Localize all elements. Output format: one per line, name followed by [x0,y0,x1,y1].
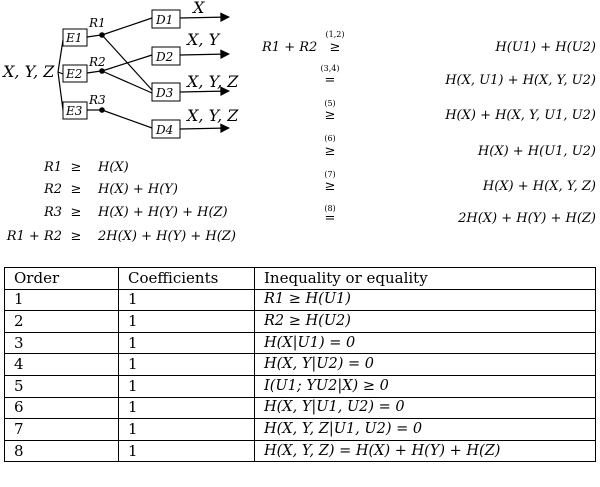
table-row: 1 1 R1 ≥ H(U1) [4,288,596,312]
cell-inequality: I(U1; YU2|X) ≥ 0 [254,374,596,398]
derivation-step-rhs: 2H(X) + H(Y) + H(Z) [457,211,596,226]
derivation-step-tag: (6) [324,134,335,143]
derivation-step-tag: (3,4) [321,64,340,73]
decoder-d3-output: X, Y, Z [185,72,239,91]
cell-inequality: H(X|U1) = 0 [254,331,596,355]
decoder-d4-output: X, Y, Z [185,106,239,125]
derivation-step-rel: ≥ [325,179,336,194]
rate-bound-rhs: H(X) + H(Y) + H(Z) [97,205,228,220]
cell-order: 1 [4,288,119,312]
rate-bound-rel: ≥ [71,182,82,197]
derivation-step-rel: ≥ [330,40,341,55]
cell-order: 4 [4,353,119,376]
table-row: 7 1 H(X, Y, Z|U1, U2) = 0 [4,418,596,441]
table-row: 5 1 I(U1; YU2|X) ≥ 0 [4,374,596,398]
cell-coefficient: 1 [118,418,255,441]
inequality-table: Order Coefficients Inequality or equalit… [4,267,596,463]
rate-bound-lhs: R1 + R2 [6,229,62,244]
table-row: 6 1 H(X, Y|U1, U2) = 0 [4,396,596,420]
derivation-step-tag: (8) [324,204,335,213]
cell-order: 7 [4,418,119,441]
derivation-step-tag: (1,2) [326,30,345,39]
cell-inequality: H(X, Y|U2) = 0 [254,353,596,376]
table-row: 8 1 H(X, Y, Z) = H(X) + H(Y) + H(Z) [4,439,596,463]
cell-coefficient: 1 [118,353,255,376]
cell-coefficient: 1 [118,288,255,312]
decoder-d3-label: D3 [155,86,174,100]
header-coefficients: Coefficients [118,267,255,290]
decoder-d4-label: D4 [155,123,173,137]
encoder-e1-box [62,28,88,47]
cell-coefficient: 1 [118,396,255,420]
table-header-row: Order Coefficients Inequality or equalit… [4,267,596,290]
header-order: Order [4,267,119,290]
inequality-table-container: Order Coefficients Inequality or equalit… [4,267,596,463]
cell-inequality: R2 ≥ H(U2) [254,310,596,333]
cell-inequality: H(X, Y, Z) = H(X) + H(Y) + H(Z) [254,439,596,463]
cell-inequality: H(X, Y|U1, U2) = 0 [254,396,596,420]
cell-order: 2 [4,310,119,333]
encoder-e2-label: E2 [65,67,82,81]
rate-bound-rel: ≥ [71,205,82,220]
derivation-chain: R1 + R2 (1,2) ≥ H(U1) + H(U2) (3,4) = H(… [261,30,596,226]
decoder-d1-output: X [191,0,205,17]
derivation-lhs: R1 + R2 [261,40,317,55]
derivation-step-rhs: H(X) + H(X, Y, U1, U2) [444,108,596,123]
derivation-step-rhs: H(X) + H(X, Y, Z) [482,179,596,194]
rate-r1-label: R1 [88,16,106,30]
derivation-step-rel: = [325,211,336,226]
rate-bound-lhs: R2 [43,182,62,197]
source-label: X, Y, Z [1,62,55,81]
cell-order: 3 [4,331,119,355]
derivation-step-rel: = [325,73,336,88]
rate-bound-rel: ≥ [71,229,82,244]
rate-bound-rhs: H(X) + H(Y) [97,182,178,197]
cell-coefficient: 1 [118,374,255,398]
rate-bound-rhs: H(X) [97,160,129,175]
cell-order: 8 [4,439,119,463]
rate-r2-label: R2 [88,55,106,69]
encoder-e2-box [62,64,88,83]
header-inequality: Inequality or equality [254,267,596,290]
output-arrow-d2 [179,49,230,59]
cell-coefficient: 1 [118,439,255,463]
cell-order: 6 [4,396,119,420]
derivation-step-tag: (5) [324,99,335,108]
decoder-d2-output: X, Y [185,30,221,49]
encoder-e1-label: E1 [65,31,82,45]
derivation-step-rhs: H(U1) + H(U2) [494,40,596,55]
rate-bound-rhs: 2H(X) + H(Y) + H(Z) [97,229,236,244]
cell-coefficient: 1 [118,331,255,355]
cell-inequality: H(X, Y, Z|U1, U2) = 0 [254,418,596,441]
output-arrow-d4 [179,123,230,133]
encoder-e3-label: E3 [65,104,83,118]
derivation-step-rel: ≥ [325,108,336,123]
decoder-d1-box [151,9,181,29]
decoder-d2-label: D2 [155,50,173,64]
output-arrow-d1 [179,12,230,22]
derivation-step-rhs: H(X) + H(U1, U2) [477,144,596,159]
cell-inequality: R1 ≥ H(U1) [254,288,596,312]
table-row: 2 1 R2 ≥ H(U2) [4,310,596,333]
rate-bound-lhs: R3 [43,205,62,220]
cell-coefficient: 1 [118,310,255,333]
decoder-d1-label: D1 [155,13,173,27]
rate-bound-rel: ≥ [71,160,82,175]
derivation-step-rel: ≥ [325,144,336,159]
rate-bounds: R1 ≥ H(X) R2 ≥ H(X) + H(Y) R3 ≥ H(X) + H… [6,160,236,244]
output-arrow-d3 [179,86,230,96]
decoder-d2-box [151,46,181,66]
cell-order: 5 [4,374,119,398]
table-row: 3 1 H(X|U1) = 0 [4,331,596,355]
rate-bound-lhs: R1 [43,160,62,175]
derivation-step-rhs: H(X, U1) + H(X, Y, U2) [444,73,596,88]
table-row: 4 1 H(X, Y|U2) = 0 [4,353,596,376]
rate-r3-label: R3 [88,93,106,107]
derivation-step-tag: (7) [324,170,335,179]
